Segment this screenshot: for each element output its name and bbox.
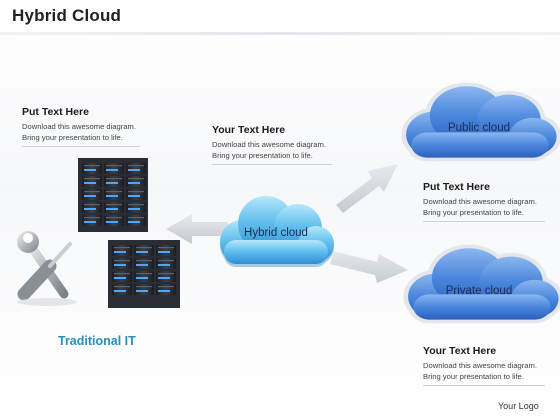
arrow-to-public-icon <box>336 164 398 213</box>
traditional-it-label: Traditional IT <box>58 334 136 348</box>
logo-text: Your Logo <box>498 401 539 411</box>
title-divider <box>0 32 560 35</box>
arrow-to-traditional-icon <box>166 214 228 244</box>
text-block-rule <box>423 385 545 386</box>
text-block-right-bottom: Your Text Here Download this awesome dia… <box>423 345 545 386</box>
text-block-left: Put Text Here Download this awesome diag… <box>22 106 140 147</box>
text-block-line: Download this awesome diagram. <box>22 122 136 131</box>
server-rack-icon <box>108 240 180 308</box>
text-block-heading: Put Text Here <box>22 106 89 118</box>
text-block-rule <box>423 221 545 222</box>
text-block-line: Download this awesome diagram. <box>423 197 537 206</box>
screwdriver-icon <box>17 242 72 301</box>
text-block-heading: Your Text Here <box>212 124 286 136</box>
text-block-rule <box>22 146 140 147</box>
private-cloud-label: Private cloud <box>445 285 513 297</box>
text-block-heading: Your Text Here <box>423 345 497 357</box>
page-title: Hybrid Cloud <box>12 6 122 25</box>
text-block-heading: Put Text Here <box>423 181 490 193</box>
text-block-line: Download this awesome diagram. <box>423 361 537 370</box>
text-block-rule <box>212 164 332 165</box>
text-block-center: Your Text Here Download this awesome dia… <box>212 124 332 165</box>
text-block-line: Bring your presentation to life. <box>423 372 524 381</box>
hybrid-cloud-label: Hybrid cloud <box>244 227 308 239</box>
text-block-line: Bring your presentation to life. <box>212 151 313 160</box>
text-block-line: Bring your presentation to life. <box>423 208 524 217</box>
text-block-line: Download this awesome diagram. <box>212 140 326 149</box>
tools-shadow <box>17 298 77 306</box>
server-rack-icon <box>78 158 148 232</box>
arrow-to-private-icon <box>330 251 408 283</box>
text-block-line: Bring your presentation to life. <box>22 133 123 142</box>
text-block-right-top: Put Text Here Download this awesome diag… <box>423 181 545 222</box>
private-cloud-icon <box>408 248 558 319</box>
public-cloud-label: Public cloud <box>447 122 510 134</box>
